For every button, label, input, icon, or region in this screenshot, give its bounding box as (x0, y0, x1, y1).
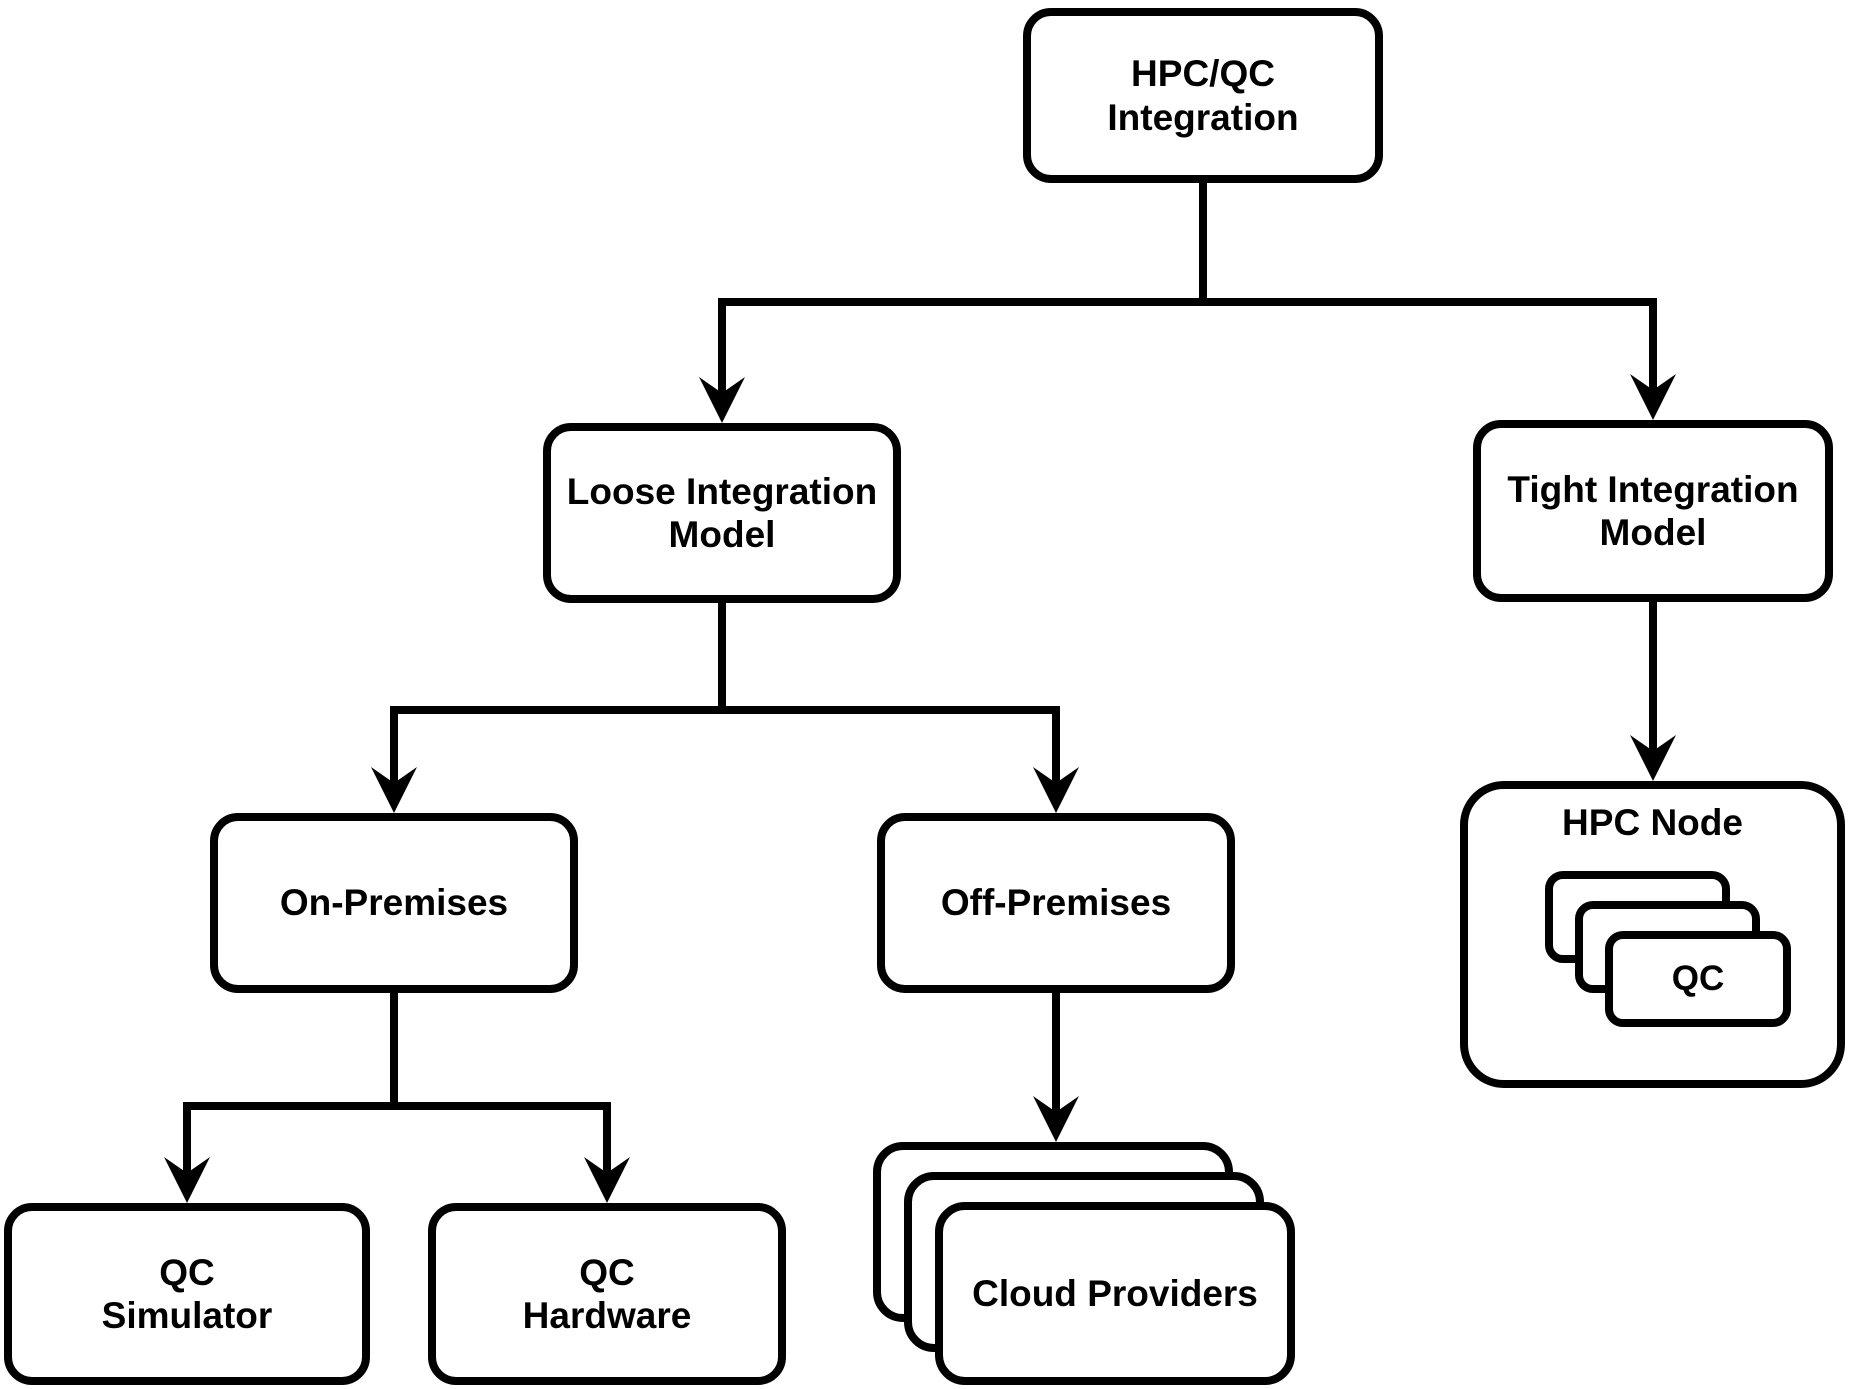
arrow-down-icon (164, 1157, 210, 1203)
node-label: Tight Integration Model (1507, 468, 1799, 553)
node-off-premises: Off-Premises (877, 813, 1235, 993)
node-on-premises: On-Premises (210, 813, 578, 993)
node-label: HPC/QC Integration (1107, 53, 1299, 138)
node-label: On-Premises (279, 882, 509, 924)
node-hpc-qc-integration: HPC/QC Integration (1023, 8, 1383, 183)
arrow-down-icon (1630, 735, 1676, 781)
node-tight-integration-model: Tight Integration Model (1473, 420, 1833, 602)
node-label: Off-Premises (940, 882, 1172, 924)
node-label: HPC Node (1562, 802, 1743, 843)
arrow-down-icon (1630, 374, 1676, 420)
node-qc-simulator: QC Simulator (4, 1203, 370, 1385)
node-label: QC (1671, 958, 1725, 998)
arrow-down-icon (1033, 1096, 1079, 1142)
node-label: QC Simulator (101, 1251, 273, 1336)
node-qc-card: QC (1605, 931, 1791, 1027)
arrow-down-icon (699, 377, 745, 423)
node-qc-hardware: QC Hardware (428, 1203, 786, 1385)
connector-loose-split (390, 706, 1060, 784)
connector-root-split (718, 298, 1657, 393)
node-label: Cloud Providers (972, 1272, 1258, 1314)
node-loose-integration-model: Loose Integration Model (543, 423, 901, 603)
arrow-down-icon (1033, 767, 1079, 813)
node-cloud-providers: Cloud Providers (935, 1202, 1295, 1385)
node-label: Loose Integration Model (566, 470, 878, 555)
connector-onprem-split (183, 1102, 611, 1174)
arrow-down-icon (371, 767, 417, 813)
node-label: QC Hardware (522, 1251, 692, 1336)
arrow-down-icon (584, 1157, 630, 1203)
